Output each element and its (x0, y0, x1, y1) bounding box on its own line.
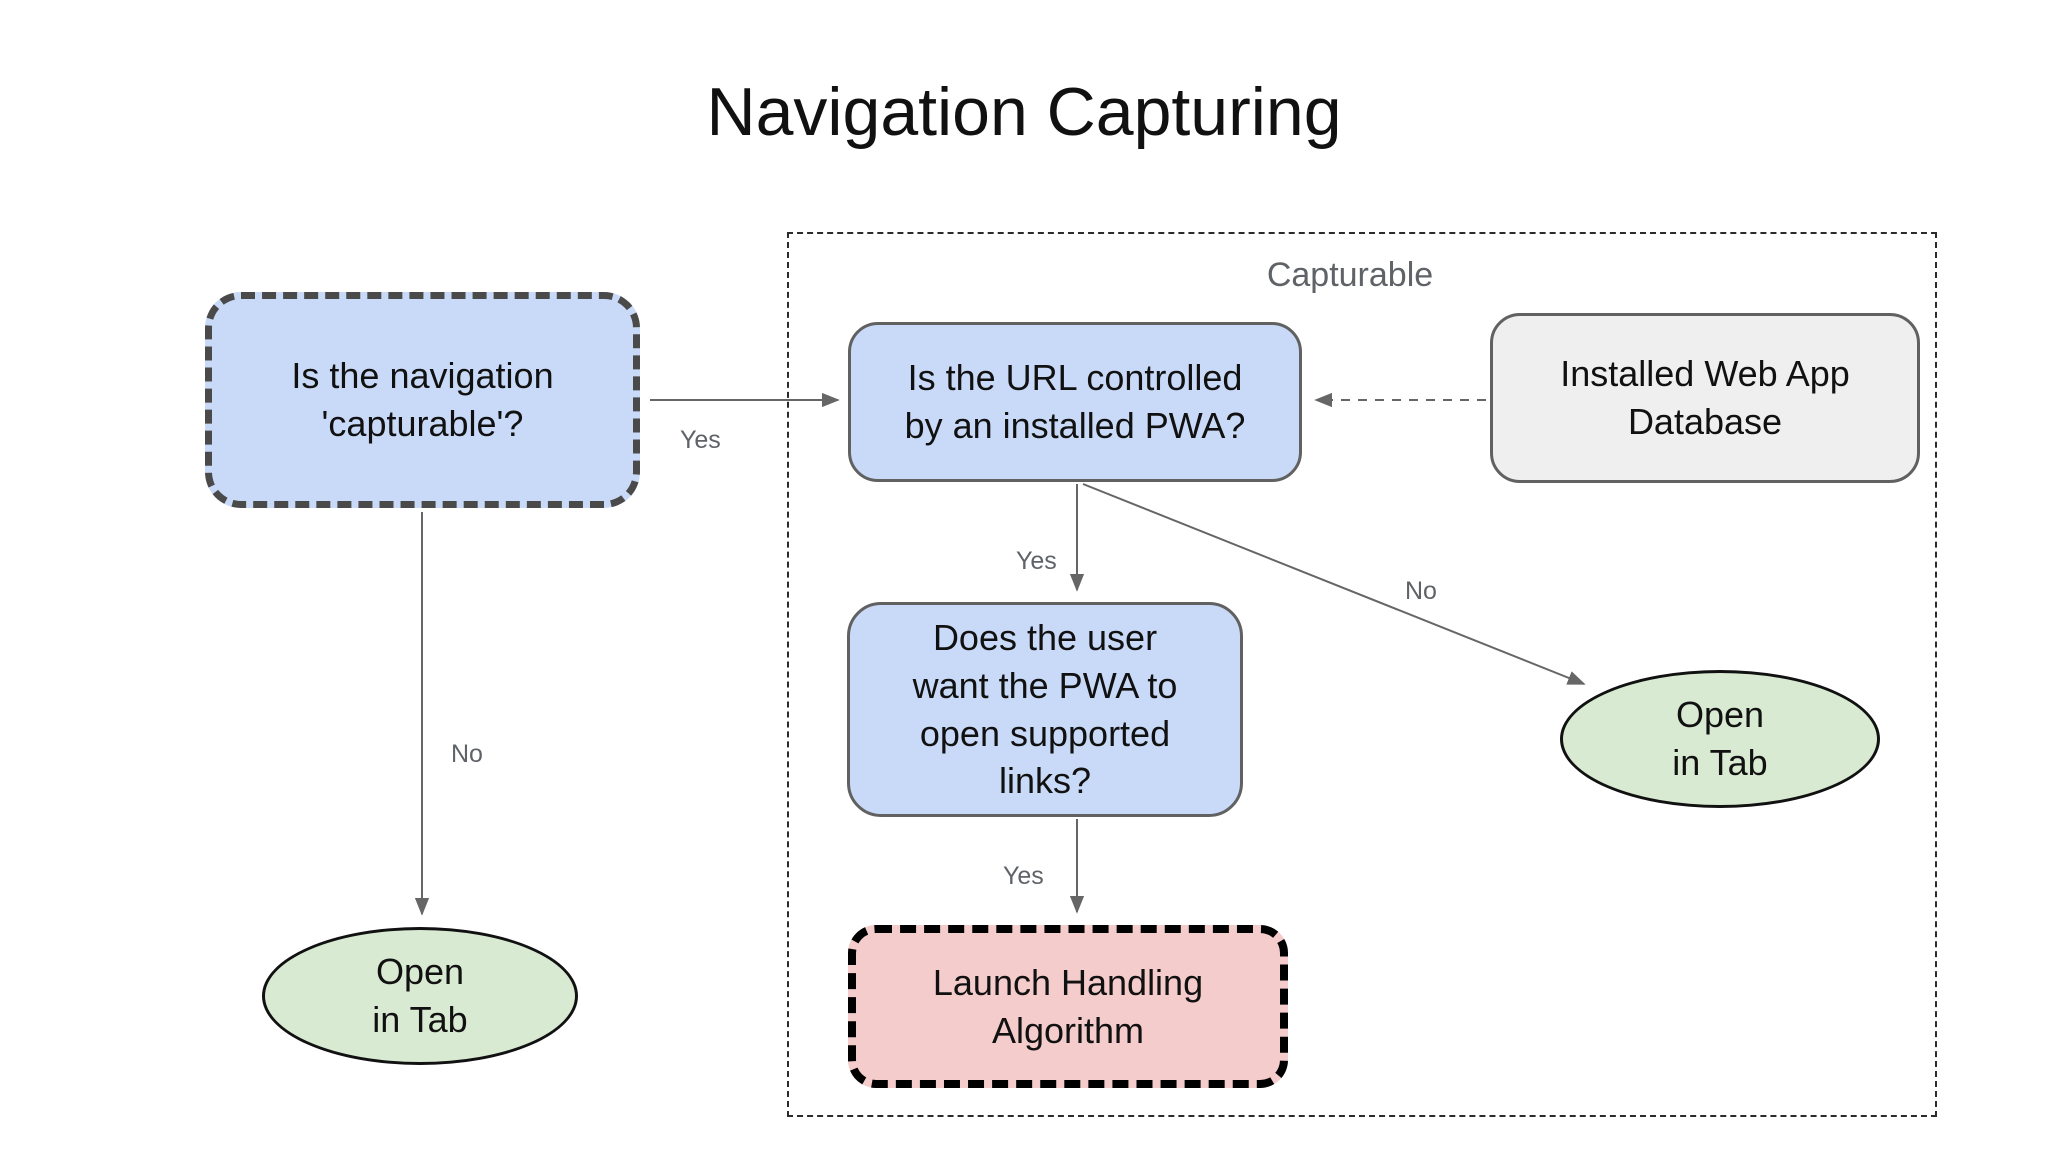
node-open-in-tab-right: Open in Tab (1560, 670, 1880, 808)
capturable-group-boundary (787, 232, 1937, 1117)
edge-label-url-no: No (1405, 577, 1437, 605)
node-open-in-tab-left-line1: Open (375, 951, 465, 993)
capturable-group-label: Capturable (1266, 256, 1434, 294)
edge-label-capturable-yes: Yes (680, 426, 721, 454)
node-open-in-tab-right-line2: in Tab (1672, 742, 1768, 783)
node-user-wants-supported-links-text: Does the user want the PWA to open suppo… (912, 617, 1178, 802)
node-is-navigation-capturable: Is the navigation 'capturable'? (205, 292, 640, 508)
diagram-title: Navigation Capturing (706, 74, 1342, 150)
edge-label-url-yes: Yes (1016, 547, 1057, 575)
node-url-controlled-by-pwa-text: Is the URL controlled by an installed PW… (904, 357, 1246, 446)
node-is-navigation-capturable-text: Is the navigation 'capturable'? (291, 355, 554, 444)
node-open-in-tab-left: Open in Tab (262, 927, 578, 1065)
node-open-in-tab-left-line2: in Tab (372, 999, 468, 1040)
edge-label-user-yes: Yes (1003, 862, 1044, 890)
node-installed-web-app-database: Installed Web App Database (1490, 313, 1920, 483)
node-launch-handling-algorithm-text: Launch Handling Algorithm (932, 961, 1204, 1051)
node-url-controlled-by-pwa: Is the URL controlled by an installed PW… (848, 322, 1302, 482)
node-user-wants-supported-links: Does the user want the PWA to open suppo… (847, 602, 1243, 817)
node-launch-handling-algorithm: Launch Handling Algorithm (848, 925, 1288, 1088)
node-installed-web-app-database-text: Installed Web App Database (1560, 353, 1850, 442)
edge-label-capturable-no: No (451, 740, 483, 768)
node-open-in-tab-right-line1: Open (1675, 694, 1765, 736)
